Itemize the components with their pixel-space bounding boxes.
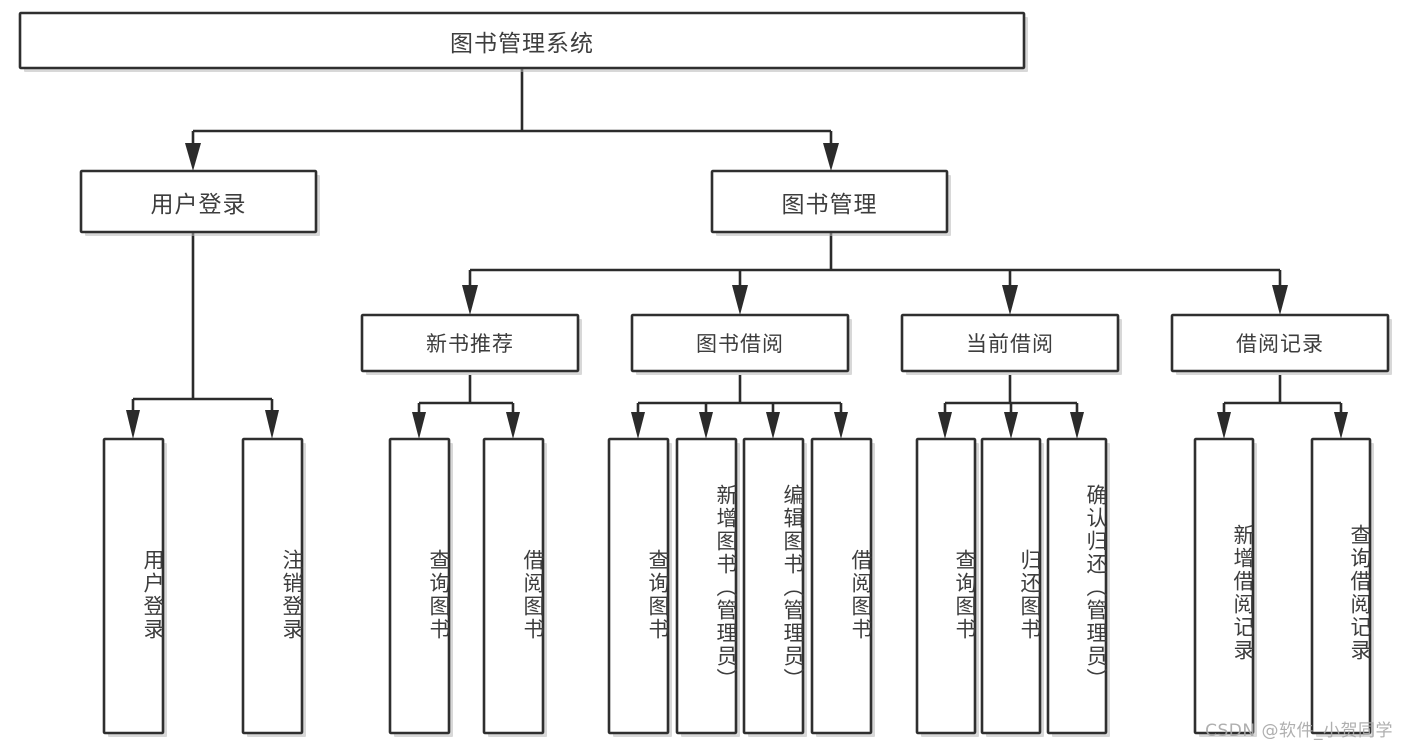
book-borrow-box[interactable] xyxy=(630,313,850,373)
arrow-borrow-record xyxy=(1272,285,1288,315)
arrow-leaf-query-book-2 xyxy=(631,412,645,439)
arrow-leaf-add-book xyxy=(699,412,713,439)
arrow-leaf-query-book-1 xyxy=(412,412,426,439)
leaf-logout-login-box[interactable] xyxy=(241,437,304,735)
arrow-leaf-query-book-3 xyxy=(938,412,952,439)
leaf-edit-book-box[interactable] xyxy=(742,437,805,735)
arrow-leaf-user-login xyxy=(126,410,140,439)
arrow-leaf-borrow-book-2 xyxy=(834,412,848,439)
leaf-add-book-box[interactable] xyxy=(675,437,738,735)
leaf-confirm-return-box[interactable] xyxy=(1046,437,1108,735)
leaf-query-record-box[interactable] xyxy=(1310,437,1372,735)
current-borrow-box[interactable] xyxy=(900,313,1120,373)
arrow-current-borrow xyxy=(1002,285,1018,315)
leaf-query-book-3-box[interactable] xyxy=(915,437,977,735)
csdn-watermark: CSDN @软件_小贺同学 xyxy=(1205,721,1393,741)
arrow-new-book xyxy=(462,285,478,315)
arrow-leaf-edit-book xyxy=(766,412,780,439)
arrow-book-management xyxy=(823,143,839,171)
arrow-leaf-query-record xyxy=(1334,412,1348,439)
new-book-recommend-box[interactable] xyxy=(360,313,580,373)
arrow-book-borrow xyxy=(732,285,748,315)
arrow-leaf-confirm-return xyxy=(1070,412,1084,439)
arrow-leaf-borrow-book-1 xyxy=(506,412,520,439)
borrow-record-box[interactable] xyxy=(1170,313,1390,373)
book-management-box[interactable] xyxy=(710,169,949,234)
arrow-user-login xyxy=(185,143,201,171)
nodes-layer xyxy=(18,11,1392,737)
leaf-add-record-box[interactable] xyxy=(1193,437,1255,735)
leaf-query-book-2-box[interactable] xyxy=(607,437,670,735)
leaf-borrow-book-1-box[interactable] xyxy=(482,437,545,735)
leaf-user-login-box[interactable] xyxy=(102,437,165,735)
arrow-leaf-add-record xyxy=(1217,412,1231,439)
root-node-box[interactable] xyxy=(18,11,1026,70)
leaf-return-book-box[interactable] xyxy=(980,437,1042,735)
edges-layer xyxy=(126,68,1348,439)
leaf-query-book-1-box[interactable] xyxy=(388,437,451,735)
leaf-borrow-book-2-box[interactable] xyxy=(810,437,873,735)
arrow-leaf-return-book xyxy=(1004,412,1018,439)
user-login-box[interactable] xyxy=(79,169,318,234)
arrow-leaf-logout-login xyxy=(265,410,279,439)
